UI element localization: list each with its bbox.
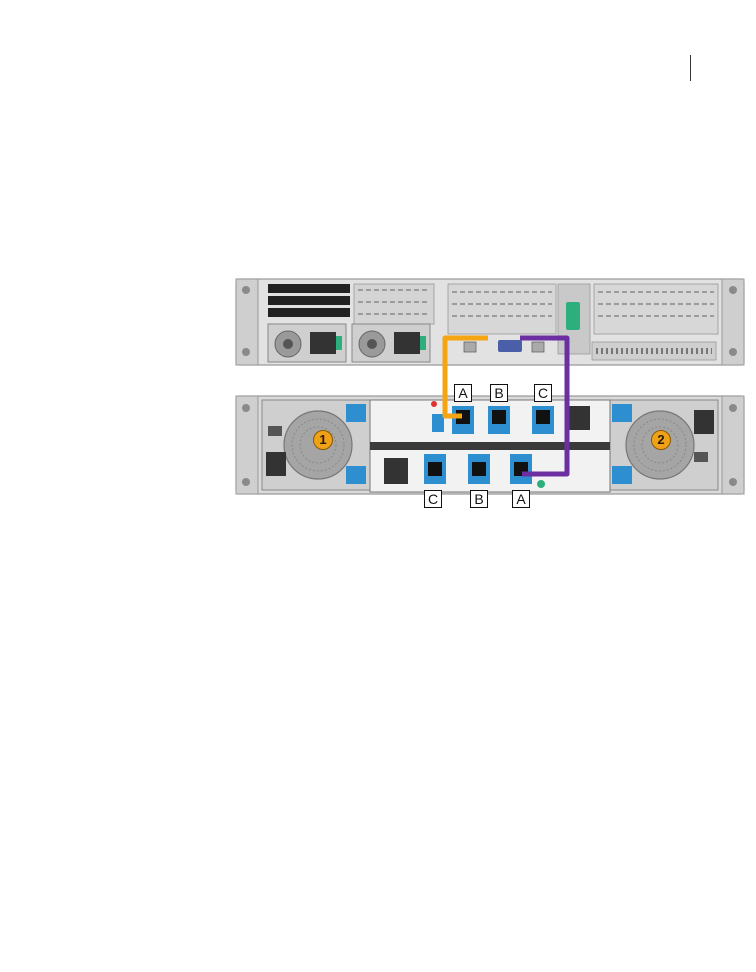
server-chassis — [236, 279, 744, 365]
bottom-port-label-b: B — [470, 490, 488, 508]
bottom-port-label-c: C — [424, 490, 442, 508]
psu-1-badge: 1 — [313, 430, 333, 450]
psu-2-badge: 2 — [651, 430, 671, 450]
top-port-label-b: B — [490, 384, 508, 402]
top-port-label-a: A — [454, 384, 472, 402]
top-port-label-c: C — [534, 384, 552, 402]
cabling-diagram: 1 2 A B C C B A — [236, 276, 746, 516]
page-header-rule — [690, 55, 691, 81]
bottom-port-label-a: A — [512, 490, 530, 508]
